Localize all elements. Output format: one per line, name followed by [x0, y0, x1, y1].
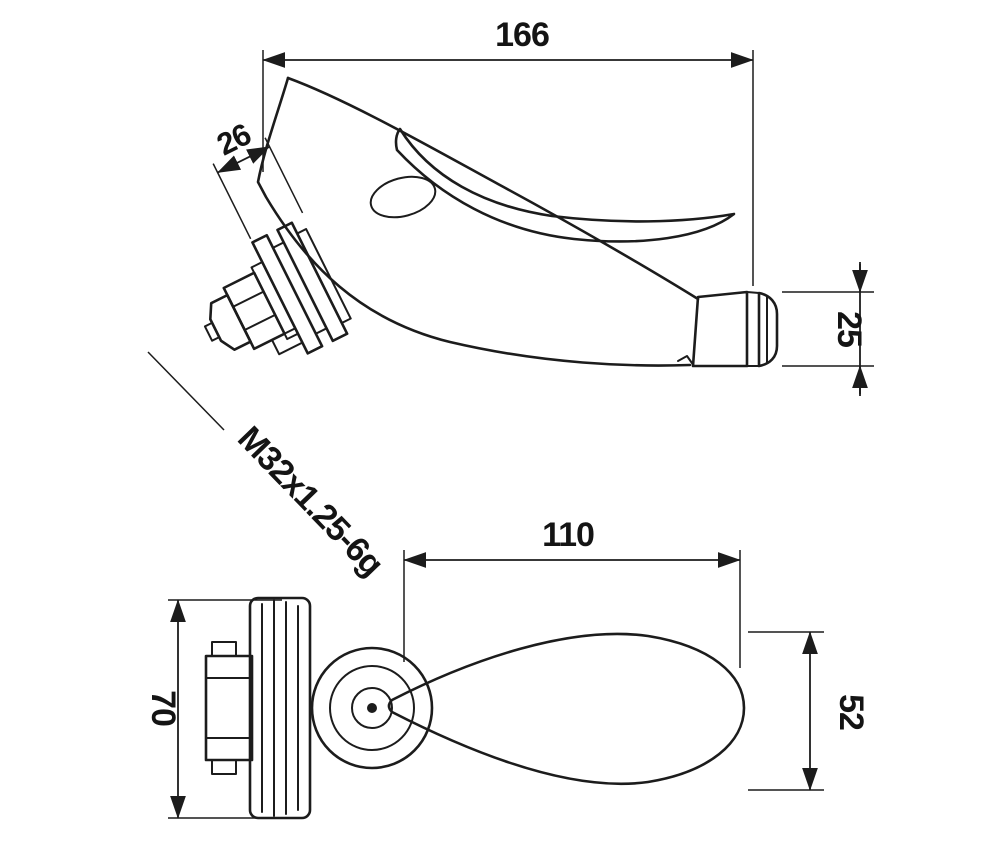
- side-view: 26 M32x1.25-6g 166 25: [147, 16, 874, 583]
- ext-line-26-right: [264, 137, 304, 214]
- dim-52-label: 52: [832, 694, 870, 730]
- nut-facet-line-bottom: [243, 313, 277, 332]
- lever-pivot-boss: [369, 175, 437, 219]
- thread-connector: 26: [203, 116, 352, 356]
- connector-collar: [250, 261, 299, 341]
- faucet-body-upper-outline: [286, 76, 700, 301]
- thread-rings-outline: [248, 596, 312, 820]
- spout-band: [746, 291, 760, 367]
- spout-body: [691, 290, 749, 368]
- hub-outer-circle: [310, 646, 434, 770]
- nut-facet-line-top: [232, 290, 265, 308]
- dim-26-label: 26: [211, 116, 256, 162]
- end-block: [204, 654, 254, 762]
- end-block-tab-bottom: [211, 759, 237, 775]
- hub-middle-circle: [329, 665, 415, 751]
- thread-spec-label: M32x1.25-6g: [230, 419, 390, 583]
- lever-top-view-outline: [387, 632, 746, 786]
- lever-blade-outline: [394, 127, 736, 243]
- thread-spec-leader-line: [147, 351, 225, 431]
- connector-flange-2: [251, 233, 324, 355]
- end-block-tab-top: [211, 641, 237, 657]
- ext-line-26-left: [212, 163, 252, 240]
- top-view: 110 70 52: [144, 516, 870, 820]
- dim-25-label: 25: [830, 311, 868, 347]
- connector-tab: [270, 327, 304, 356]
- dim-line-26: [216, 145, 271, 174]
- spout-bottom-step: [677, 355, 695, 367]
- connector-washer: [296, 228, 352, 324]
- hub-inner-circle: [351, 687, 393, 729]
- dim-110-label: 110: [542, 516, 594, 554]
- spout-end-cap: [757, 291, 779, 368]
- connector-thread-tip: [209, 293, 252, 352]
- thread-tip-slot: [203, 321, 221, 342]
- hub-center-dot: [367, 703, 377, 713]
- dim-70-label: 70: [144, 690, 182, 726]
- dim-166-label: 166: [495, 16, 549, 54]
